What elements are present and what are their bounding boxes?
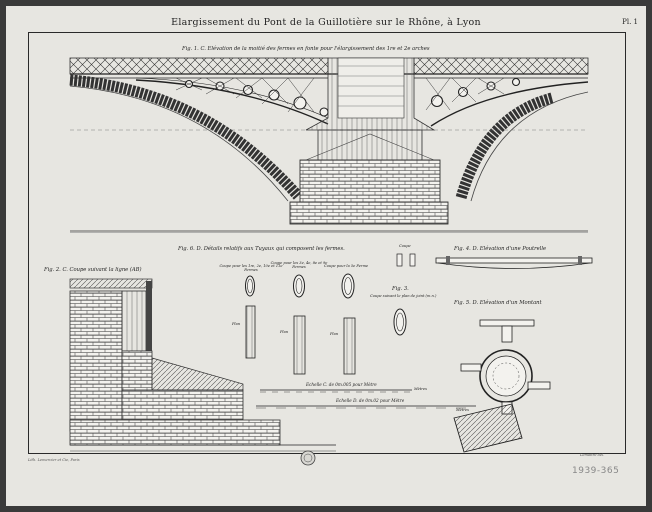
fig6-caption: Fig. 6. D. Détails relatifs aux Tuyaux q…	[178, 246, 345, 252]
plan-label-2: Plan	[280, 330, 289, 334]
sheet-title: Elargissement du Pont de la Guillotière …	[171, 17, 481, 28]
fig1-bridge-elevation	[69, 57, 589, 233]
fig6-pipe-details	[245, 253, 416, 375]
coupe-label: Coupe	[399, 244, 411, 248]
fig4-beam-elevation	[435, 256, 593, 269]
scale-c-label: Echelle C. de 0m.005 pour Mètre	[306, 382, 377, 387]
footer-lithographer: Lith. Lemercier et Cie, Paris	[28, 458, 80, 462]
scale-d-label: Echelle D. de 0m.02 pour Mètre	[336, 398, 405, 403]
fig2-caption: Fig. 2. C. Coupe suivant la ligne (AB)	[44, 267, 142, 273]
plate-number: Pl. 1	[622, 18, 638, 26]
coupe-label-1: Coupe pour les 1re, 2e, 10e et 11e Ferme…	[219, 264, 283, 273]
plan-label-1: Plan	[232, 322, 241, 326]
coupe-label-2: Coupe pour les 3e, 4e, 8e et 9e Fermes	[270, 261, 328, 270]
library-stamp	[300, 450, 316, 466]
drawing-frame	[28, 32, 626, 454]
fig3-caption: Fig. 3.	[392, 286, 409, 292]
fig1-caption: Fig. 1. C. Elévation de la moitié des fe…	[182, 46, 430, 52]
fig3-subcaption: Coupe suivant le plan de joint (m.n.)	[370, 294, 437, 298]
fig2-section	[69, 278, 336, 452]
scale-c-unit: Mètres	[414, 387, 427, 391]
scale-bars	[256, 389, 476, 409]
fig4-caption: Fig. 4. D. Elévation d'une Poutrelle	[454, 246, 547, 252]
archive-number: 1939-365	[572, 466, 620, 476]
plan-label-3: Plan	[330, 332, 339, 336]
drawing-sheet: Elargissement du Pont de la Guillotière …	[6, 6, 646, 506]
fig5-upright-elevation	[453, 319, 551, 453]
engineering-drawing	[69, 57, 593, 466]
scale-d-unit: Mètres	[456, 408, 469, 412]
fig5-caption: Fig. 5. D. Elévation d'un Montant	[454, 300, 542, 306]
coupe-label-3: Coupe pour la 5e Ferme	[324, 264, 369, 268]
footer-draftsman: Lemaitre del.	[580, 453, 605, 457]
